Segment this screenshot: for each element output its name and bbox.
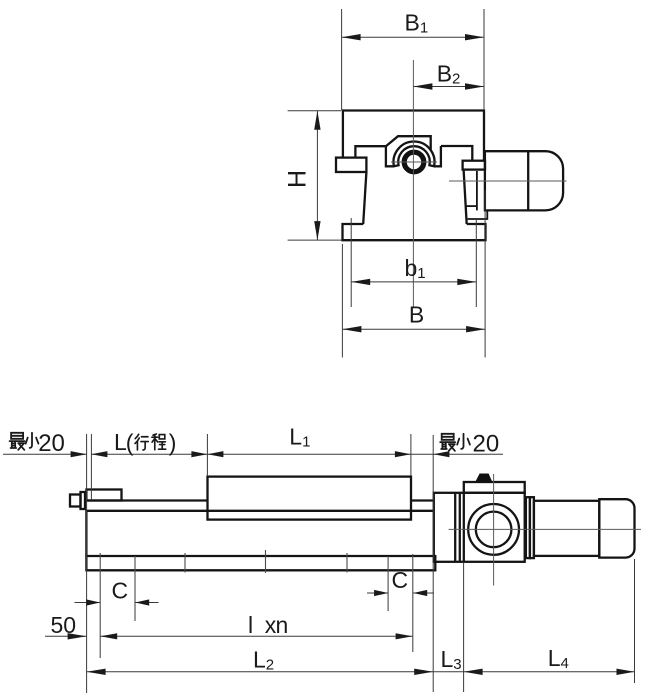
svg-text:(: ( xyxy=(126,430,134,456)
svg-text:B: B xyxy=(409,302,424,328)
svg-text:C: C xyxy=(392,567,409,593)
svg-text:C: C xyxy=(112,578,129,604)
svg-text:L: L xyxy=(114,429,127,455)
svg-text:50: 50 xyxy=(51,612,77,638)
svg-text:20: 20 xyxy=(38,430,65,457)
svg-text:xn: xn xyxy=(265,612,288,638)
svg-text:): ) xyxy=(169,430,177,456)
svg-text:20: 20 xyxy=(473,431,500,458)
svg-text:H: H xyxy=(284,170,312,188)
svg-text:l: l xyxy=(248,612,253,638)
